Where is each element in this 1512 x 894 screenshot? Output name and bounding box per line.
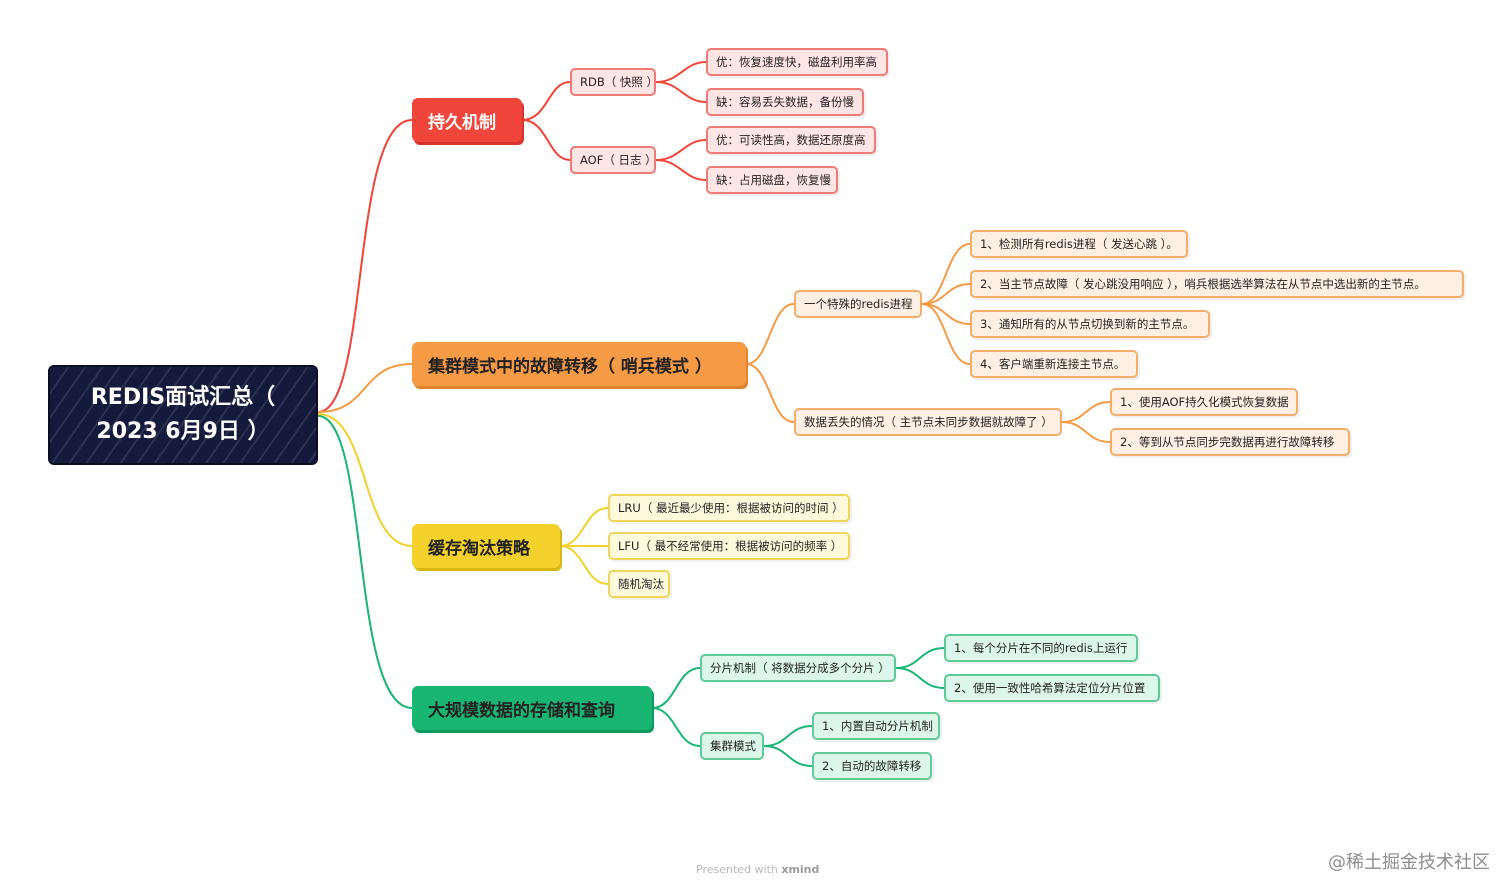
- leaf-aof-con-label: 缺：占用磁盘，恢复慢: [716, 173, 831, 187]
- subtopic-rdb[interactable]: RDB（ 快照 ）: [570, 68, 659, 96]
- topic-failover-label: 集群模式中的故障转移（ 哨兵模式 ）: [428, 356, 712, 377]
- leaf-eviction-random-label: 随机淘汰: [618, 577, 664, 591]
- subtopic-rdb-label: RDB（ 快照 ）: [580, 75, 659, 89]
- leaf-sentinel-1-label: 1、检测所有redis进程（ 发送心跳 ）。: [980, 237, 1178, 251]
- subtopic-dataloss-label: 数据丢失的情况（ 主节点未同步数据就故障了 ）: [804, 415, 1053, 429]
- leaf-sentinel-3-label: 3、通知所有的从节点切换到新的主节点。: [980, 317, 1195, 331]
- leaf-rdb-pro[interactable]: 优：恢复速度快，磁盘利用率高: [706, 48, 888, 76]
- connector-root-storage: [317, 415, 413, 709]
- subtopic-aof[interactable]: AOF（ 日志 ）: [570, 146, 657, 174]
- leaf-eviction-lfu[interactable]: LFU（ 最不经常使用：根据被访问的频率 ）: [608, 532, 850, 560]
- leaf-aof-con[interactable]: 缺：占用磁盘，恢复慢: [706, 166, 838, 194]
- leaf-eviction-lru[interactable]: LRU（ 最近最少使用：根据被访问的时间 ）: [608, 494, 850, 522]
- presented-with-text: Presented with: [696, 863, 778, 876]
- leaf-rdb-con-label: 缺：容易丢失数据，备份慢: [716, 95, 854, 109]
- leaf-cluster-2-label: 2、自动的故障转移: [822, 759, 922, 773]
- leaf-eviction-lru-label: LRU（ 最近最少使用：根据被访问的时间 ）: [618, 501, 844, 515]
- topic-eviction[interactable]: 缓存淘汰策略: [412, 524, 560, 568]
- leaf-cluster-1[interactable]: 1、内置自动分片机制: [812, 712, 940, 740]
- leaf-sharding-1-label: 1、每个分片在不同的redis上运行: [954, 641, 1128, 655]
- leaf-dataloss-2-label: 2、等到从节点同步完数据再进行故障转移: [1120, 435, 1335, 449]
- leaf-aof-pro-label: 优：可读性高，数据还原度高: [716, 133, 866, 147]
- leaf-sharding-2-label: 2、使用一致性哈希算法定位分片位置: [954, 681, 1146, 695]
- leaf-aof-pro[interactable]: 优：可读性高，数据还原度高: [706, 126, 876, 154]
- leaf-dataloss-1[interactable]: 1、使用AOF持久化模式恢复数据: [1110, 388, 1298, 416]
- leaf-sharding-2[interactable]: 2、使用一致性哈希算法定位分片位置: [944, 674, 1160, 702]
- watermark: @稀土掘金技术社区: [1328, 852, 1490, 873]
- topic-persistence-label: 持久机制: [428, 112, 496, 133]
- leaf-sentinel-3[interactable]: 3、通知所有的从节点切换到新的主节点。: [970, 310, 1210, 338]
- topic-storage-label: 大规模数据的存储和查询: [428, 700, 615, 721]
- connector-root-eviction: [317, 413, 413, 547]
- leaf-sentinel-2[interactable]: 2、当主节点故障（ 发心跳没用响应 ），哨兵根据选举算法在从节点中选出新的主节点…: [970, 270, 1464, 298]
- xmind-brand: xmind: [781, 863, 820, 876]
- leaf-sentinel-1[interactable]: 1、检测所有redis进程（ 发送心跳 ）。: [970, 230, 1188, 258]
- leaf-eviction-lfu-label: LFU（ 最不经常使用：根据被访问的频率 ）: [618, 539, 843, 553]
- leaf-cluster-2[interactable]: 2、自动的故障转移: [812, 752, 932, 780]
- root-topic[interactable]: REDIS面试汇总（ 2023 6月9日 ）: [48, 365, 318, 465]
- leaf-rdb-pro-label: 优：恢复速度快，磁盘利用率高: [716, 55, 877, 69]
- leaf-rdb-con[interactable]: 缺：容易丢失数据，备份慢: [706, 88, 864, 116]
- leaf-cluster-1-label: 1、内置自动分片机制: [822, 719, 933, 733]
- subtopic-sentinel[interactable]: 一个特殊的redis进程: [794, 290, 922, 318]
- topic-failover[interactable]: 集群模式中的故障转移（ 哨兵模式 ）: [412, 342, 746, 386]
- connector-root-persistence: [317, 119, 413, 413]
- subtopic-sharding-label: 分片机制（ 将数据分成多个分片 ）: [710, 661, 890, 675]
- leaf-sentinel-4[interactable]: 4、客户端重新连接主节点。: [970, 350, 1138, 378]
- leaf-sentinel-2-label: 2、当主节点故障（ 发心跳没用响应 ），哨兵根据选举算法在从节点中选出新的主节点…: [980, 277, 1426, 291]
- subtopic-sharding[interactable]: 分片机制（ 将数据分成多个分片 ）: [700, 654, 896, 682]
- topic-eviction-label: 缓存淘汰策略: [428, 538, 530, 559]
- subtopic-sentinel-label: 一个特殊的redis进程: [804, 297, 913, 311]
- leaf-eviction-random[interactable]: 随机淘汰: [608, 570, 670, 598]
- subtopic-dataloss[interactable]: 数据丢失的情况（ 主节点未同步数据就故障了 ）: [794, 408, 1062, 436]
- subtopic-aof-label: AOF（ 日志 ）: [580, 153, 657, 167]
- connector-root-failover: [317, 363, 413, 413]
- root-title: REDIS面试汇总（ 2023 6月9日 ）: [90, 385, 276, 444]
- topic-storage[interactable]: 大规模数据的存储和查询: [412, 686, 652, 730]
- leaf-dataloss-1-label: 1、使用AOF持久化模式恢复数据: [1120, 395, 1289, 409]
- leaf-sharding-1[interactable]: 1、每个分片在不同的redis上运行: [944, 634, 1138, 662]
- leaf-sentinel-4-label: 4、客户端重新连接主节点。: [980, 357, 1126, 371]
- presented-with-footer: Presented with xmind: [696, 863, 819, 876]
- subtopic-cluster-label: 集群模式: [710, 739, 756, 753]
- subtopic-cluster[interactable]: 集群模式: [700, 732, 764, 760]
- topic-persistence[interactable]: 持久机制: [412, 98, 522, 142]
- leaf-dataloss-2[interactable]: 2、等到从节点同步完数据再进行故障转移: [1110, 428, 1350, 456]
